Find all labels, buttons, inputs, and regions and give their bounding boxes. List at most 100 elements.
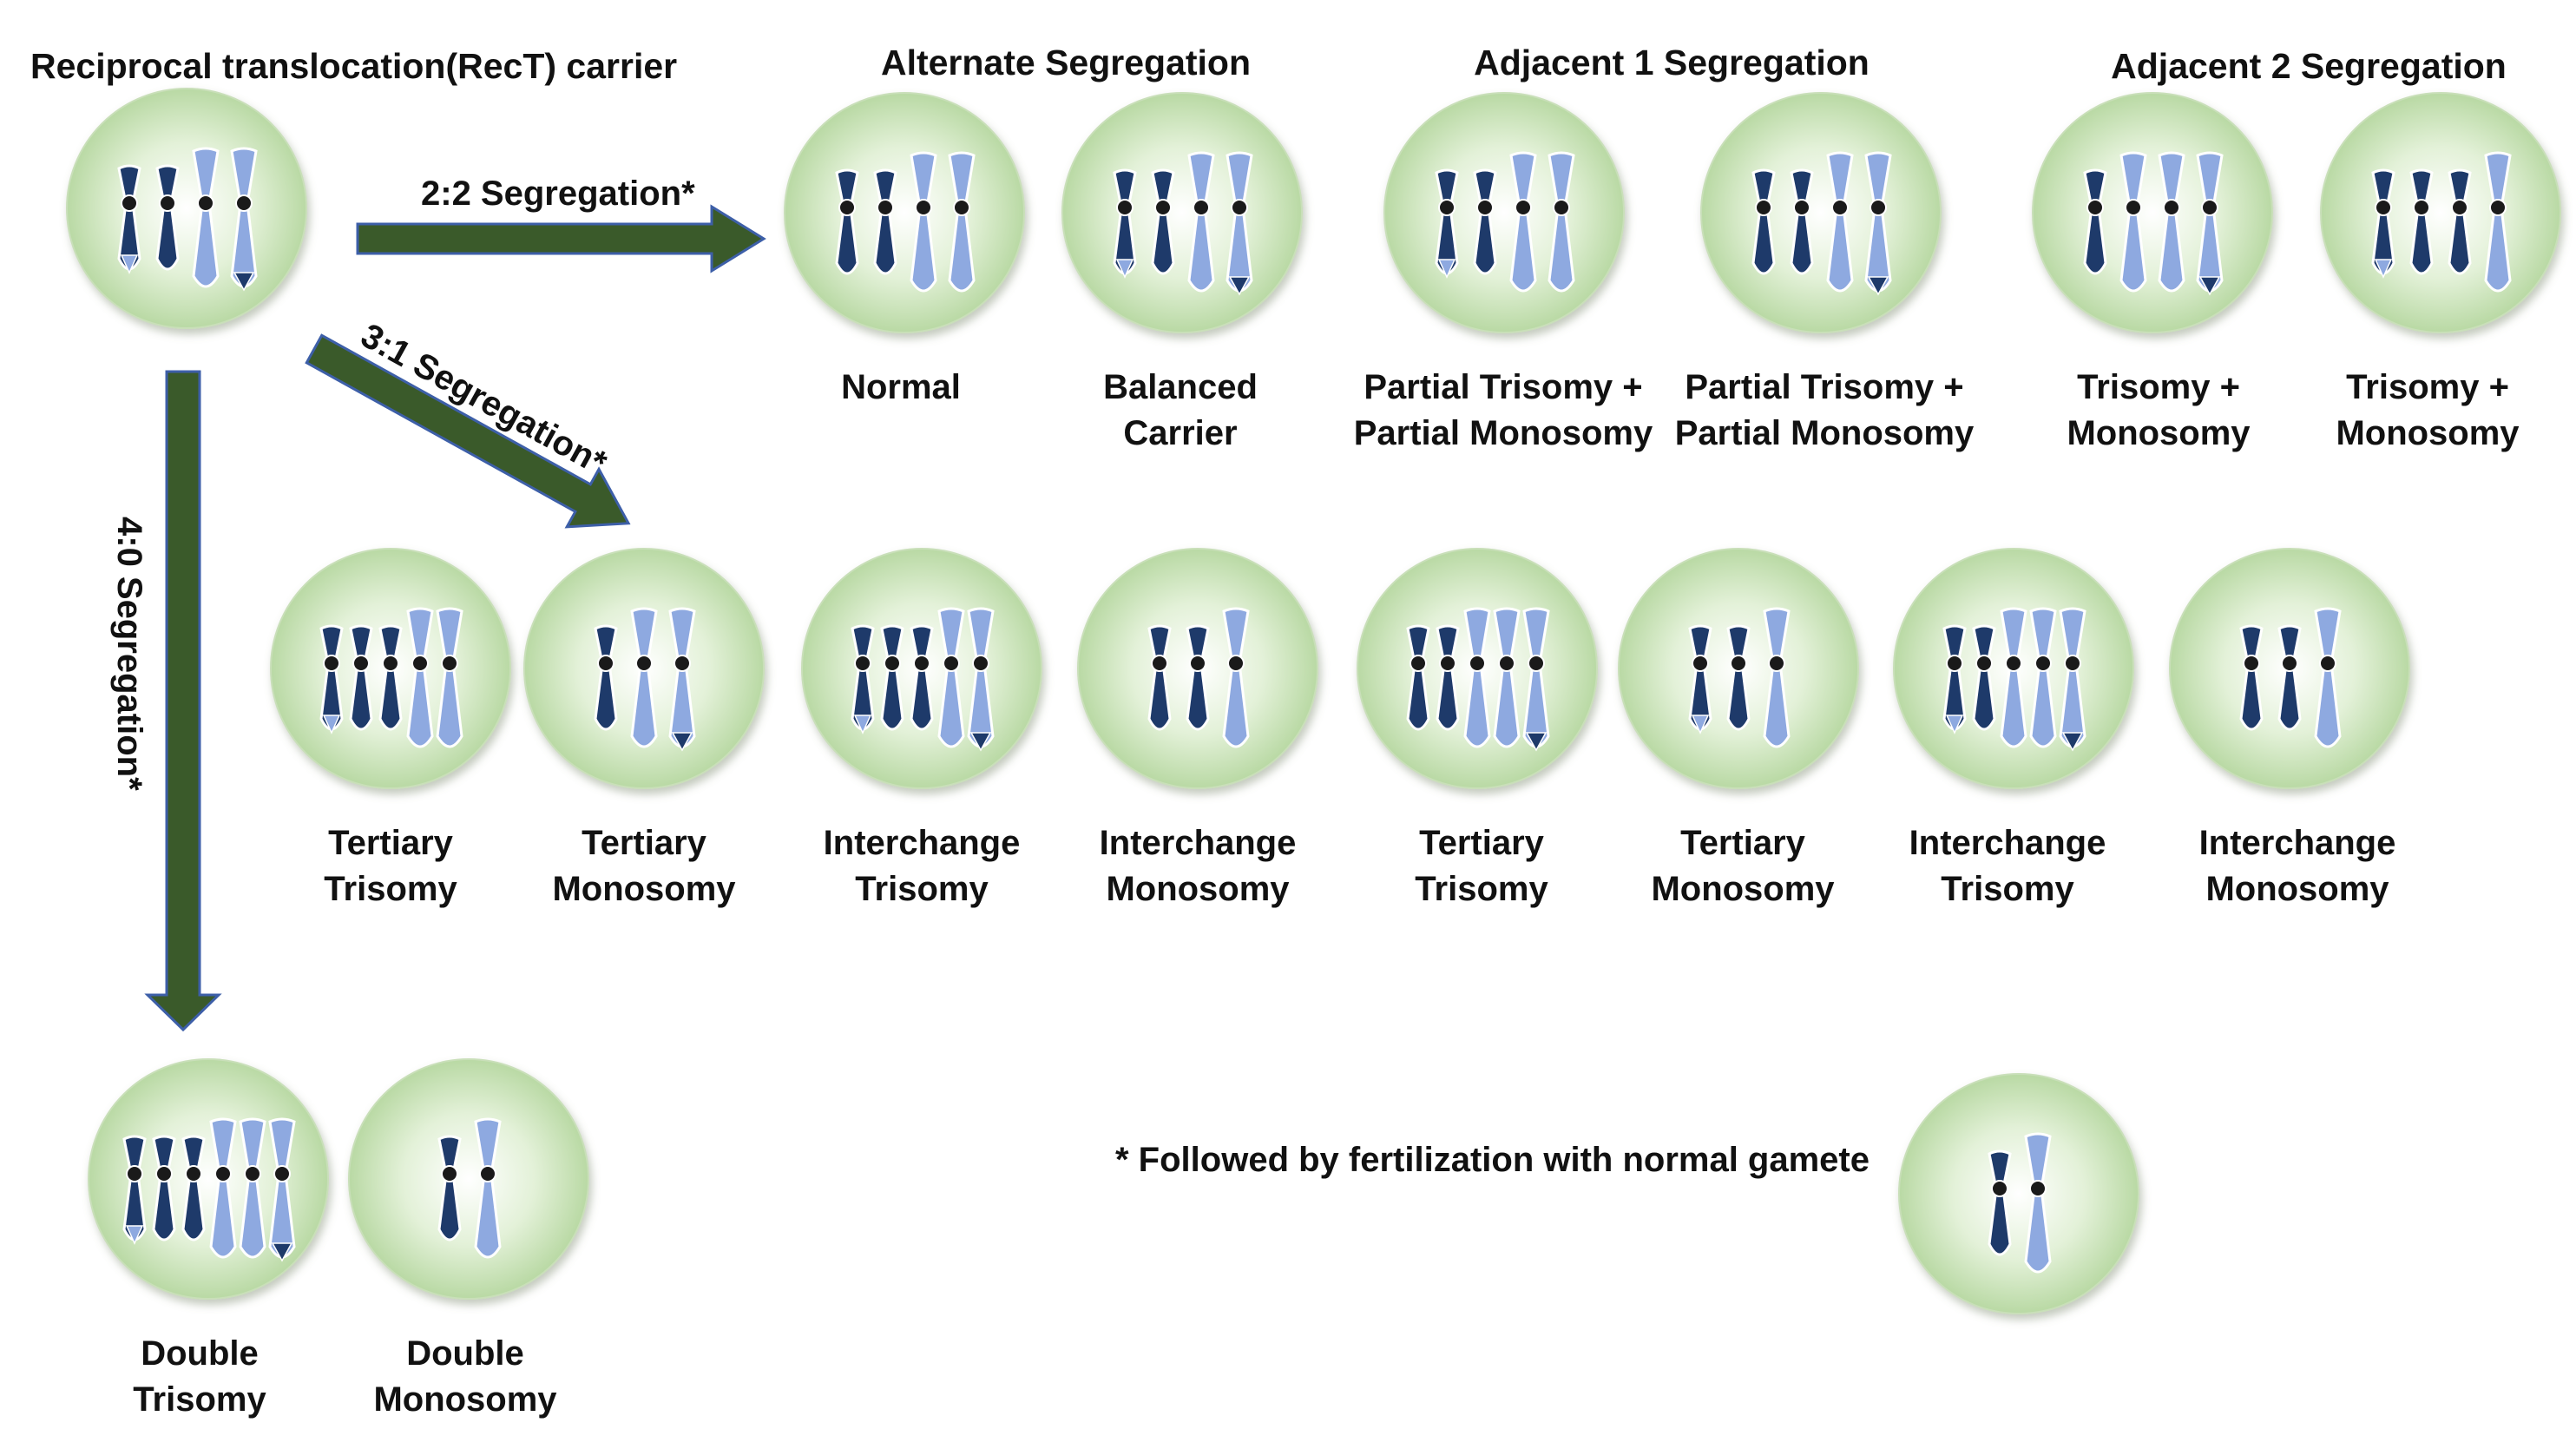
light-chromosome xyxy=(2196,151,2224,296)
cell-adj2b xyxy=(2320,92,2561,333)
label-line-1: Tertiary xyxy=(328,824,453,862)
light-chromosome xyxy=(2119,151,2147,293)
light-chromosome xyxy=(1826,151,1854,293)
dark-chromosome xyxy=(851,624,875,734)
arrow-3-1 xyxy=(305,333,631,529)
light-chromosome xyxy=(2059,607,2086,752)
light-chromosome xyxy=(2158,151,2185,293)
light-chromosome xyxy=(474,1117,502,1259)
cell-t40_1 xyxy=(88,1058,329,1300)
dark-chromosome xyxy=(319,624,344,734)
light-chromosome xyxy=(192,147,220,288)
label-line-2: Monosomy xyxy=(1651,870,1835,908)
light-chromosome xyxy=(1548,151,1575,293)
label-line-2: Carrier xyxy=(1123,414,1238,452)
dark-chromosome xyxy=(2239,624,2264,731)
label-line-1: Partial Trisomy + xyxy=(1685,368,1964,406)
cell-t31_6 xyxy=(1618,548,1859,789)
light-chromosome xyxy=(668,607,696,752)
cell-t31_5 xyxy=(1357,548,1598,789)
dark-chromosome xyxy=(880,624,904,731)
label-line-1: Trisomy + xyxy=(2077,368,2240,406)
light-chromosome xyxy=(268,1117,296,1262)
dark-chromosome xyxy=(1751,168,1776,275)
label-line-2: Trisomy xyxy=(855,870,989,908)
dark-chromosome xyxy=(1942,624,1967,734)
light-chromosome xyxy=(948,151,976,293)
light-chromosome xyxy=(1522,607,1550,752)
label-line-1: Tertiary xyxy=(582,824,706,862)
label-line-1: Trisomy + xyxy=(2346,368,2509,406)
light-chromosome xyxy=(1493,607,1521,748)
dark-chromosome xyxy=(1435,168,1459,279)
cell-adj1b xyxy=(1700,92,1942,333)
light-chromosome xyxy=(239,1117,266,1259)
cell-adj2a xyxy=(2032,92,2273,333)
light-chromosome xyxy=(1463,607,1491,748)
dark-chromosome xyxy=(1688,624,1712,734)
cell-label-adj2a: Trisomy +Monosomy xyxy=(1942,365,2376,457)
label-line-2: Monosomy xyxy=(552,870,736,908)
dark-chromosome xyxy=(152,1135,176,1242)
cell-balanced xyxy=(1061,92,1303,333)
dark-chromosome xyxy=(1988,1149,2012,1256)
cell-t31_8 xyxy=(2169,548,2410,789)
dark-chromosome xyxy=(835,168,859,275)
dark-chromosome xyxy=(2083,168,2107,275)
label-line-1: Interchange xyxy=(1099,824,1297,862)
cell-t31_3 xyxy=(801,548,1042,789)
cell-label-adj2b: Trisomy +Monosomy xyxy=(2211,365,2576,457)
dark-chromosome xyxy=(2277,624,2302,731)
cell-label-adj1b: Partial Trisomy +Partial Monosomy xyxy=(1607,365,2041,457)
label-line-1: Interchange xyxy=(2198,824,2396,862)
heading-adjacent-1: Adjacent 1 Segregation xyxy=(1474,43,1870,82)
dark-chromosome xyxy=(873,168,897,275)
label-line-2: Monosomy xyxy=(2205,870,2389,908)
light-chromosome xyxy=(1222,607,1250,748)
arrow-2-2 xyxy=(356,204,766,273)
label-line-2: Monosomy xyxy=(1106,870,1290,908)
label-line-2: Partial Monosomy xyxy=(1353,414,1653,452)
light-chromosome xyxy=(209,1117,237,1259)
label-line-2: Trisomy xyxy=(133,1380,266,1419)
light-chromosome xyxy=(436,607,463,748)
dark-chromosome xyxy=(594,624,618,731)
light-chromosome xyxy=(230,147,258,292)
dark-chromosome xyxy=(2409,168,2434,275)
dark-chromosome xyxy=(1790,168,1814,275)
arrow-4-0 xyxy=(144,370,222,1032)
dark-chromosome xyxy=(122,1135,147,1245)
cell-adj1a xyxy=(1383,92,1625,333)
light-chromosome xyxy=(910,151,937,293)
light-chromosome xyxy=(2000,607,2027,748)
label-line-1: Interchange xyxy=(823,824,1021,862)
cell-gamete xyxy=(1898,1073,2139,1314)
dark-chromosome xyxy=(1473,168,1497,275)
cell-t31_2 xyxy=(523,548,765,789)
label-line-1: Tertiary xyxy=(1419,824,1544,862)
dark-chromosome xyxy=(1972,624,1996,731)
light-chromosome xyxy=(967,607,995,752)
dark-chromosome xyxy=(2371,168,2395,279)
light-chromosome xyxy=(1509,151,1537,293)
label-line-2: Trisomy xyxy=(1415,870,1548,908)
cell-t40_2 xyxy=(348,1058,589,1300)
dark-chromosome xyxy=(1726,624,1751,731)
dark-chromosome xyxy=(1151,168,1175,275)
dark-chromosome xyxy=(910,624,934,731)
dark-chromosome xyxy=(349,624,373,731)
dark-chromosome xyxy=(181,1135,206,1242)
light-chromosome xyxy=(1864,151,1892,296)
dark-chromosome xyxy=(1186,624,1210,731)
dark-chromosome xyxy=(1113,168,1137,279)
